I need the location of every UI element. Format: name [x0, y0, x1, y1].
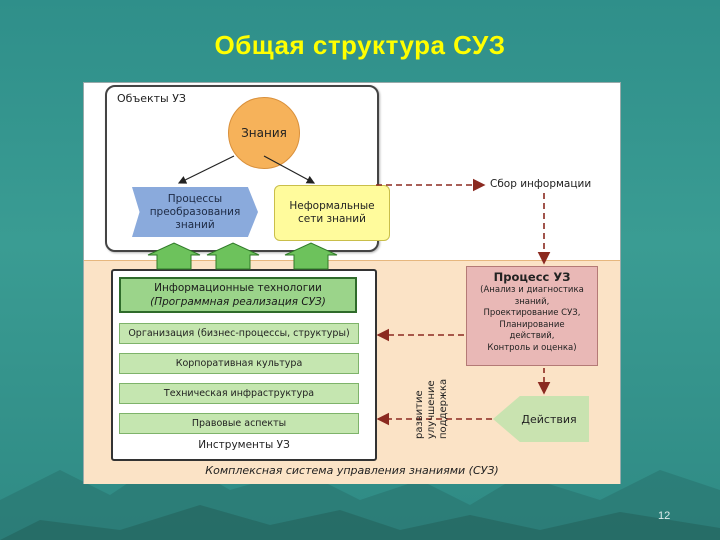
it-tool-line1: Информационные технологии — [154, 282, 322, 294]
km-process-line: знаний, — [514, 296, 550, 307]
objects-label: Объекты УЗ — [117, 92, 186, 105]
connectors: развитие улучшение поддержка — [147, 155, 551, 439]
knowledge-to-informal-arrow — [263, 155, 316, 184]
vertical-text-line: поддержка — [438, 379, 449, 439]
knowledge-circle: Знания — [228, 97, 300, 169]
tool-item: Корпоративная культура — [119, 353, 359, 374]
km-process-line: Проектирование СУЗ, — [483, 308, 581, 318]
processes-line: преобразования — [149, 205, 241, 218]
knowledge-label: Знания — [241, 126, 287, 140]
tool-item: Правовые аспекты — [119, 413, 359, 434]
it-tool-box: Информационные технологии (Программная р… — [119, 277, 357, 313]
tools-box: Информационные технологии (Программная р… — [111, 269, 377, 461]
actions-label: Действия — [521, 412, 577, 426]
vertical-text-line: улучшение — [426, 380, 437, 439]
up-arrow-green — [284, 242, 338, 270]
km-process-line: действий, — [509, 331, 555, 341]
informal-networks-box: Неформальные сети знаний — [274, 185, 390, 241]
up-arrow-green — [206, 242, 260, 270]
km-process-title: Процесс УЗ — [493, 270, 571, 284]
km-process-line: Планирование — [499, 319, 565, 330]
tool-item: Организация (бизнес-процессы, структуры) — [119, 323, 359, 344]
km-process-line: Контроль и оценка) — [487, 342, 577, 353]
tool-item: Техническая инфраструктура — [119, 383, 359, 404]
vertical-text-line: развитие — [414, 390, 425, 439]
informal-line: сети знаний — [298, 213, 366, 225]
processes-line: знаний — [175, 218, 215, 231]
it-tool-line2: (Программная реализация СУЗ) — [150, 296, 326, 308]
page-number: 12 — [658, 510, 671, 522]
system-caption: Комплексная система управления знаниями … — [205, 464, 499, 477]
slide-title: Общая структура СУЗ — [214, 30, 506, 60]
diagram-panel: Объекты УЗ Знания Процессы преобразовани… — [83, 82, 621, 484]
up-arrow-green — [147, 242, 201, 270]
knowledge-to-processes-arrow — [177, 155, 235, 184]
info-collection-label: Сбор информации — [488, 178, 594, 190]
processes-line: Процессы — [167, 192, 223, 205]
km-process-box: Процесс УЗ (Анализ и диагностика знаний,… — [466, 266, 598, 366]
tools-caption: Инструменты УЗ — [198, 439, 290, 451]
informal-line: Неформальные — [289, 200, 375, 212]
objects-box: Объекты УЗ Знания Процессы преобразовани… — [105, 85, 390, 252]
processes-shape: Процессы преобразования знаний — [132, 187, 258, 237]
km-process-line: (Анализ и диагностика — [480, 285, 584, 295]
